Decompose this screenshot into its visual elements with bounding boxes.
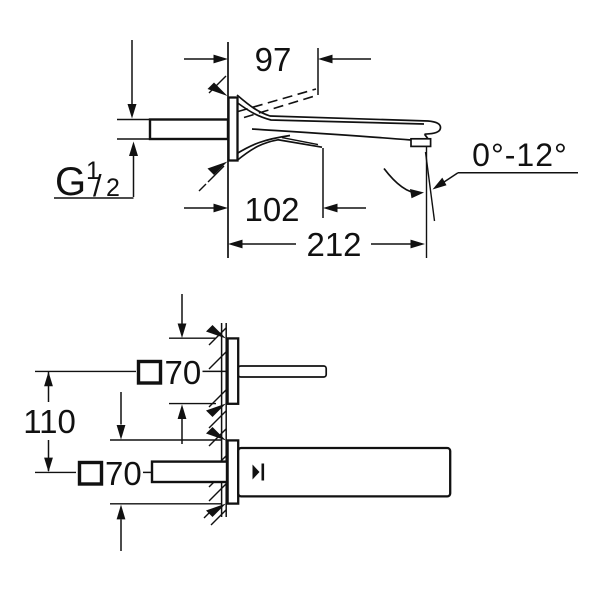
- square-symbol-icon: [77, 460, 104, 486]
- lower-plate-edge-arrows: [110, 392, 221, 551]
- angle-label: 0°-12°: [432, 137, 578, 190]
- hatch-arrow-icon: [207, 161, 228, 175]
- stream-lines: [424, 147, 436, 258]
- wall-section-side: [198, 42, 229, 258]
- flow-mark-triangle-icon: [252, 464, 260, 480]
- escutcheon-side: [227, 96, 239, 162]
- wall-section-top: [203, 323, 227, 526]
- flow-mark: [252, 463, 265, 481]
- supply-stem-side: [117, 118, 230, 141]
- thread-slash-text: /: [93, 168, 102, 203]
- dimension-212: 212: [228, 226, 425, 263]
- dim-102-text: 102: [244, 191, 299, 228]
- thread-prefix-text: G: [55, 160, 86, 204]
- hatch-arrow-icon: [206, 503, 226, 517]
- supply-stem-top: [150, 460, 229, 484]
- side-view: G 1 / 2 97: [54, 40, 578, 263]
- aerator-outline: [410, 137, 432, 148]
- dimension-110: 110: [23, 370, 136, 474]
- dimension-97: 97: [184, 41, 371, 95]
- hatch-arrow-icon: [206, 325, 226, 339]
- top-view: 110 70 70: [23, 294, 452, 551]
- hatch-arrow-icon: [206, 427, 226, 441]
- spout-escutcheon-top: [226, 439, 240, 505]
- square-symbol-icon: [136, 359, 163, 385]
- angle-range-text: 0°-12°: [472, 137, 568, 173]
- spout-side: [236, 94, 442, 162]
- dim-212-text: 212: [306, 226, 361, 263]
- thread-label: G 1 / 2: [54, 157, 134, 204]
- dimension-102: 102: [184, 148, 366, 228]
- swivel-arc: [383, 167, 424, 199]
- hatch-arrow-icon: [206, 403, 226, 417]
- hatch-arrow-icon: [207, 82, 228, 96]
- handle-lever-top: [237, 365, 328, 378]
- thread-denominator-text: 2: [106, 174, 120, 202]
- plate-bottom-70-text: 70: [105, 455, 142, 492]
- plate-top-70-text: 70: [165, 354, 202, 391]
- raised-position-dashed: [237, 88, 319, 119]
- upper-plate-edge-arrows: [169, 294, 216, 444]
- flow-mark-bar-icon: [261, 463, 265, 481]
- handle-escutcheon-top: [226, 337, 240, 405]
- dim-110-text: 110: [23, 403, 76, 440]
- dimension-plate-top-70: 70: [136, 354, 226, 391]
- dim-97-text: 97: [255, 41, 292, 78]
- dimension-plate-bottom-70: 70: [77, 455, 151, 492]
- thread-numerator-text: 1: [86, 157, 100, 185]
- spout-body-top: [237, 446, 452, 498]
- stem-dimension-arrows: [127, 40, 138, 197]
